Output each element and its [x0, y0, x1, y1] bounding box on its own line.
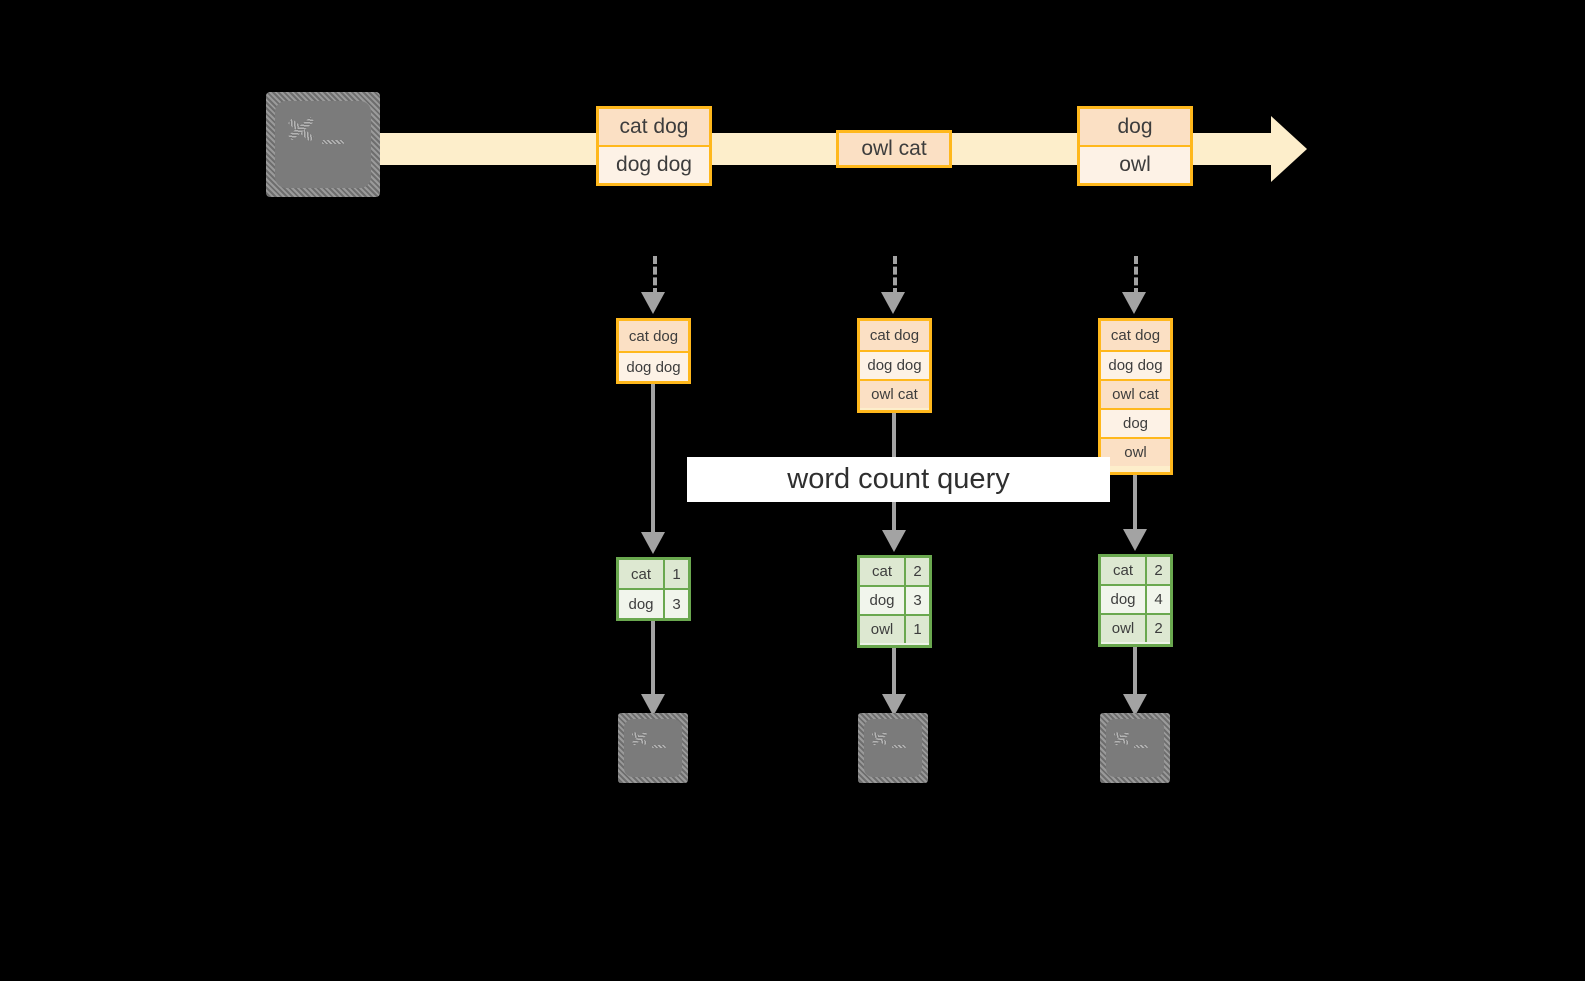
terminal-screen	[624, 719, 682, 777]
underscore-cursor-icon	[652, 745, 666, 748]
result-word: dog	[860, 587, 906, 614]
stream-event: owl	[1080, 145, 1190, 183]
result-word: cat	[860, 558, 906, 585]
terminal-prompt	[872, 728, 912, 757]
snapshot-event: cat dog	[1101, 321, 1170, 350]
result-row: dog 4	[1101, 584, 1170, 613]
snapshot-event: dog dog	[860, 350, 929, 379]
snapshot-1-query-line	[651, 384, 655, 536]
snapshot-2-results[interactable]: cat 2 dog 3 owl 1	[857, 555, 932, 648]
terminal-prompt	[1114, 728, 1154, 757]
snapshot-event: cat dog	[619, 321, 688, 351]
result-count: 1	[665, 560, 688, 588]
stream-arrowhead-icon	[1271, 116, 1307, 182]
result-count: 3	[665, 590, 688, 618]
result-count: 4	[1147, 586, 1170, 613]
result-word: dog	[1101, 586, 1147, 613]
snapshot-1-query-arrowhead-icon	[641, 532, 665, 554]
snapshot-2-consumer-terminal-icon[interactable]	[858, 713, 928, 783]
snapshot-event: owl cat	[860, 379, 929, 408]
snapshot-2-output-arrowhead-icon	[882, 694, 906, 716]
snapshot-3-output-line	[1133, 647, 1137, 697]
snapshot-3-output-arrowhead-icon	[1123, 694, 1147, 716]
snapshot-1-events[interactable]: cat dog dog dog	[616, 318, 691, 384]
result-row: cat 2	[860, 558, 929, 585]
query-banner: word count query	[687, 457, 1110, 502]
result-word: dog	[619, 590, 665, 618]
stream-group-1[interactable]: cat dog dog dog	[596, 106, 712, 186]
snapshot-1-output-line	[651, 621, 655, 697]
snapshot-2-drop-arrowhead-icon	[881, 292, 905, 314]
stream-event: dog dog	[599, 145, 709, 183]
snapshot-event: dog dog	[1101, 350, 1170, 379]
result-count: 2	[1147, 615, 1170, 642]
result-word: owl	[860, 616, 906, 643]
snapshot-event: owl	[1101, 437, 1170, 466]
result-row: dog 3	[619, 588, 688, 618]
snapshot-3-consumer-terminal-icon[interactable]	[1100, 713, 1170, 783]
stream-group-2[interactable]: owl cat	[836, 130, 952, 168]
stream-event: owl cat	[839, 133, 949, 165]
snapshot-3-drop-arrowhead-icon	[1122, 292, 1146, 314]
snapshot-3-query-line	[1133, 475, 1137, 533]
snapshot-3-results[interactable]: cat 2 dog 4 owl 2	[1098, 554, 1173, 647]
underscore-cursor-icon	[892, 745, 906, 748]
result-row: owl 1	[860, 614, 929, 643]
underscore-cursor-icon	[321, 140, 344, 145]
result-row: cat 2	[1101, 557, 1170, 584]
snapshot-2-drop-line	[893, 256, 897, 296]
terminal-screen	[864, 719, 922, 777]
snapshot-event: dog	[1101, 408, 1170, 437]
snapshot-1-drop-arrowhead-icon	[641, 292, 665, 314]
result-count: 1	[906, 616, 929, 643]
snapshot-1-drop-line	[653, 256, 657, 296]
terminal-screen	[1106, 719, 1164, 777]
result-word: owl	[1101, 615, 1147, 642]
result-word: cat	[1101, 557, 1147, 584]
underscore-cursor-icon	[1134, 745, 1148, 748]
snapshot-2-events[interactable]: cat dog dog dog owl cat	[857, 318, 932, 413]
result-count: 2	[906, 558, 929, 585]
snapshot-event: owl cat	[1101, 379, 1170, 408]
stream-event: cat dog	[599, 109, 709, 145]
result-word: cat	[619, 560, 665, 588]
snapshot-1-consumer-terminal-icon[interactable]	[618, 713, 688, 783]
terminal-screen	[275, 101, 371, 188]
result-count: 3	[906, 587, 929, 614]
snapshot-event: dog dog	[619, 351, 688, 381]
producer-terminal-icon[interactable]	[266, 92, 380, 197]
snapshot-2-output-line	[892, 648, 896, 697]
snapshot-3-query-arrowhead-icon	[1123, 529, 1147, 551]
result-count: 2	[1147, 557, 1170, 584]
snapshot-event: cat dog	[860, 321, 929, 350]
result-row: owl 2	[1101, 613, 1170, 642]
snapshot-1-output-arrowhead-icon	[641, 694, 665, 716]
snapshot-3-drop-line	[1134, 256, 1138, 296]
snapshot-3-events[interactable]: cat dog dog dog owl cat dog owl	[1098, 318, 1173, 475]
result-row: dog 3	[860, 585, 929, 614]
stream-group-3[interactable]: dog owl	[1077, 106, 1193, 186]
result-row: cat 1	[619, 560, 688, 588]
stream-event: dog	[1080, 109, 1190, 145]
terminal-prompt	[288, 115, 355, 159]
snapshot-1-results[interactable]: cat 1 dog 3	[616, 557, 691, 621]
terminal-prompt	[632, 728, 672, 757]
snapshot-2-query-arrowhead-icon	[882, 530, 906, 552]
